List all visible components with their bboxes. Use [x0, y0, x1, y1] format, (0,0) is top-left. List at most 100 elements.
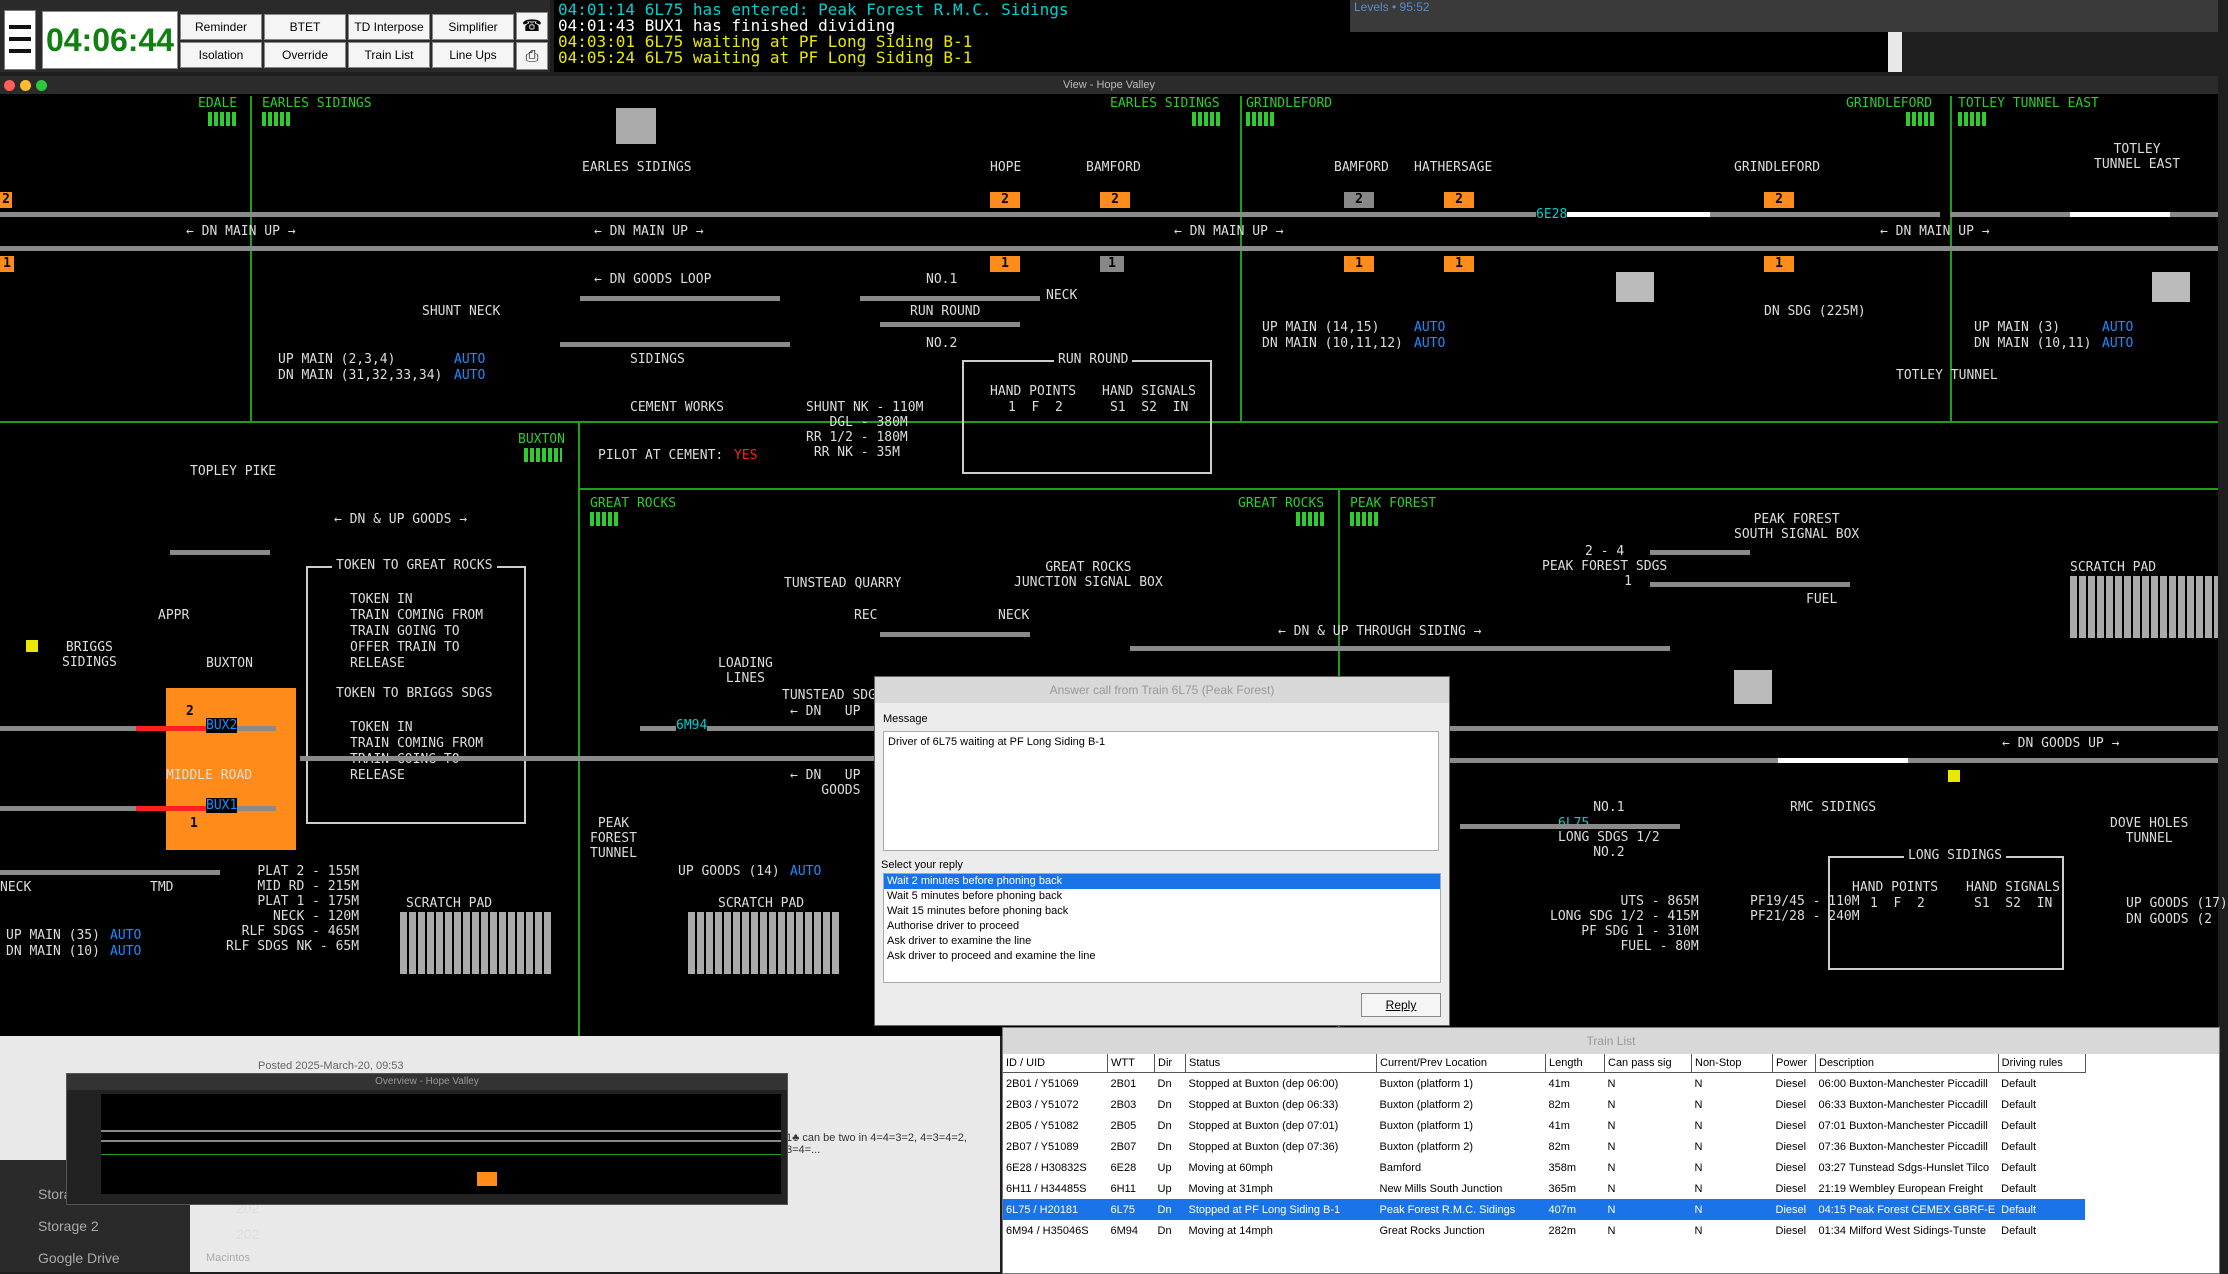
- auto-indicator[interactable]: AUTO: [454, 368, 486, 383]
- file-item[interactable]: Macintos: [206, 1252, 251, 1264]
- auto-indicator[interactable]: AUTO: [110, 944, 142, 959]
- occupied-track[interactable]: [1560, 212, 1710, 217]
- zoom-icon[interactable]: [36, 80, 47, 91]
- totley-tunnel-east-label: TOTLEY TUNNEL EAST: [1958, 96, 2099, 111]
- auto-indicator[interactable]: AUTO: [790, 864, 822, 879]
- scratch-pad[interactable]: [688, 912, 840, 974]
- train-describer-6e28[interactable]: 6E28: [1536, 207, 1568, 222]
- close-icon[interactable]: [4, 80, 15, 91]
- line-ups-button[interactable]: Line Ups: [432, 42, 514, 68]
- siding-track[interactable]: [0, 870, 220, 875]
- printer-icon[interactable]: ⎙: [516, 42, 548, 70]
- sidings-track[interactable]: [560, 342, 790, 347]
- column-header[interactable]: Power: [1772, 1054, 1816, 1073]
- column-header[interactable]: ID / UID: [1003, 1054, 1108, 1073]
- auto-indicator[interactable]: AUTO: [1414, 336, 1446, 351]
- column-header[interactable]: Driving rules: [1998, 1054, 2086, 1073]
- sidebar-item[interactable]: Storage 2: [38, 1218, 99, 1234]
- auto-indicator[interactable]: AUTO: [110, 928, 142, 943]
- long-siding-track[interactable]: [1460, 824, 1680, 829]
- column-header[interactable]: Can pass sig: [1604, 1054, 1692, 1073]
- goods-track[interactable]: [300, 756, 580, 761]
- run-round-track[interactable]: [880, 322, 1020, 327]
- scratch-pad[interactable]: [400, 912, 552, 974]
- hand-signals-columns: S1 S2 IN: [1110, 400, 1189, 415]
- table-cell: Buxton (platform 1): [1379, 1077, 1474, 1090]
- telephone-icon[interactable]: ☎: [516, 12, 548, 40]
- column-header[interactable]: Non-Stop: [1691, 1054, 1773, 1073]
- sidebar-item[interactable]: Google Drive: [38, 1250, 120, 1266]
- menu-button[interactable]: [4, 10, 36, 70]
- reply-list[interactable]: Wait 2 minutes before phoning back Wait …: [883, 873, 1441, 983]
- reply-option[interactable]: Authorise driver to proceed: [887, 920, 1020, 932]
- simplifier-button[interactable]: Simplifier: [432, 14, 514, 40]
- reply-option[interactable]: Wait 5 minutes before phoning back: [887, 890, 1063, 902]
- siding-track[interactable]: [1650, 550, 1750, 555]
- pilot-at-cement-value[interactable]: YES: [734, 448, 758, 463]
- train-list-button[interactable]: Train List: [348, 42, 430, 68]
- signal-box-icon[interactable]: [1616, 272, 1654, 302]
- up-goods-track[interactable]: [640, 726, 876, 731]
- auto-indicator[interactable]: AUTO: [2102, 336, 2134, 351]
- column-header[interactable]: WTT: [1107, 1054, 1155, 1073]
- train-describer-bux1[interactable]: BUX1: [206, 798, 238, 813]
- dn-goods-track[interactable]: [560, 756, 876, 761]
- reply-option[interactable]: Wait 15 minutes before phoning back: [887, 905, 1069, 917]
- dn-main-track[interactable]: [0, 246, 2218, 251]
- signal-box-icon[interactable]: [616, 108, 656, 144]
- table-cell: Default: [2001, 1182, 2037, 1195]
- neck-label: NECK: [998, 608, 1030, 623]
- reminder-button[interactable]: Reminder: [180, 14, 262, 40]
- column-header[interactable]: Length: [1545, 1054, 1605, 1073]
- through-siding-track[interactable]: [1130, 646, 1670, 651]
- auto-indicator[interactable]: AUTO: [1414, 320, 1446, 335]
- train-describer-bux2[interactable]: BUX2: [206, 718, 238, 733]
- goods-loop-track[interactable]: [580, 296, 780, 301]
- reply-option[interactable]: Wait 2 minutes before phoning back: [884, 874, 1440, 889]
- column-header[interactable]: Status: [1185, 1054, 1377, 1073]
- train-describer-6m94[interactable]: 6M94: [676, 718, 708, 733]
- goods-track[interactable]: [170, 550, 270, 555]
- isolation-button[interactable]: Isolation: [180, 42, 262, 68]
- buxton-platform[interactable]: [166, 688, 296, 850]
- reply-option[interactable]: Ask driver to examine the line: [887, 935, 1032, 947]
- up-main-track[interactable]: [0, 212, 1940, 217]
- siding-track[interactable]: [1650, 582, 1850, 587]
- column-header[interactable]: Current/Prev Location: [1376, 1054, 1546, 1073]
- reply-option[interactable]: Ask driver to proceed and examine the li…: [887, 950, 1096, 962]
- up-goods-track[interactable]: [1440, 726, 2218, 731]
- reply-button[interactable]: Reply: [1361, 993, 1441, 1017]
- occupied-track[interactable]: [136, 806, 206, 811]
- column-header[interactable]: Description: [1815, 1054, 1999, 1073]
- override-button[interactable]: Override: [264, 42, 346, 68]
- occupied-track[interactable]: [136, 726, 206, 731]
- auto-indicator[interactable]: AUTO: [2102, 320, 2134, 335]
- train-list-window: Train List ID / UID WTT Dir Status Curre…: [1002, 1027, 2220, 1274]
- column-header[interactable]: Dir: [1154, 1054, 1186, 1073]
- train-table: ID / UID WTT Dir Status Current/Prev Loc…: [1003, 1054, 2086, 1241]
- occupied-track[interactable]: [2070, 212, 2170, 217]
- overview-map[interactable]: [101, 1094, 781, 1194]
- auto-indicator[interactable]: AUTO: [454, 352, 486, 367]
- btet-button[interactable]: BTET: [264, 14, 346, 40]
- scratch-pad[interactable]: [2070, 576, 2218, 638]
- signal-box-icon[interactable]: [2152, 272, 2190, 302]
- sidings-label: SIDINGS: [630, 352, 685, 367]
- overview-window[interactable]: Overview - Hope Valley: [66, 1073, 788, 1205]
- run-round-track[interactable]: [860, 296, 1040, 301]
- minimize-icon[interactable]: [20, 80, 31, 91]
- file-item[interactable]: 202: [236, 1226, 260, 1242]
- signal-box-icon[interactable]: [1734, 670, 1772, 704]
- table-cell: Diesel: [1775, 1140, 1807, 1153]
- occupied-track[interactable]: [1778, 758, 1908, 763]
- quarry-track[interactable]: [880, 632, 1030, 637]
- td-interpose-button[interactable]: TD Interpose: [348, 14, 430, 40]
